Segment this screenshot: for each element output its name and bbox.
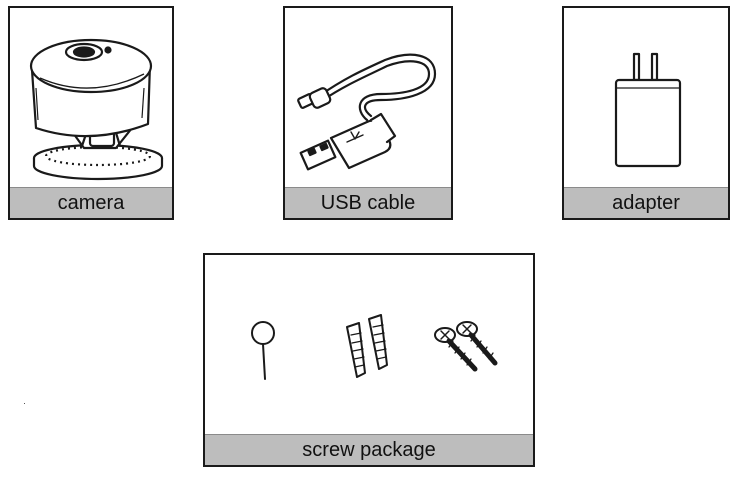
power-adapter-icon bbox=[614, 52, 682, 168]
caption-camera: camera bbox=[10, 187, 172, 218]
card-adapter: adapter bbox=[562, 6, 730, 220]
stray-dot bbox=[24, 403, 25, 404]
reset-pin-icon bbox=[251, 321, 275, 380]
screw-package-icon bbox=[251, 314, 498, 380]
card-camera: camera bbox=[8, 6, 174, 220]
usb-cable-icon bbox=[297, 53, 437, 171]
screw-icon bbox=[434, 321, 498, 372]
wall-anchor-icon bbox=[346, 314, 388, 378]
card-screw-package: screw package bbox=[203, 253, 535, 467]
camera-icon bbox=[29, 38, 164, 181]
caption-usb-cable: USB cable bbox=[285, 187, 451, 218]
caption-adapter: adapter bbox=[564, 187, 728, 218]
caption-screw-package: screw package bbox=[205, 434, 533, 465]
card-usb-cable: USB cable bbox=[283, 6, 453, 220]
